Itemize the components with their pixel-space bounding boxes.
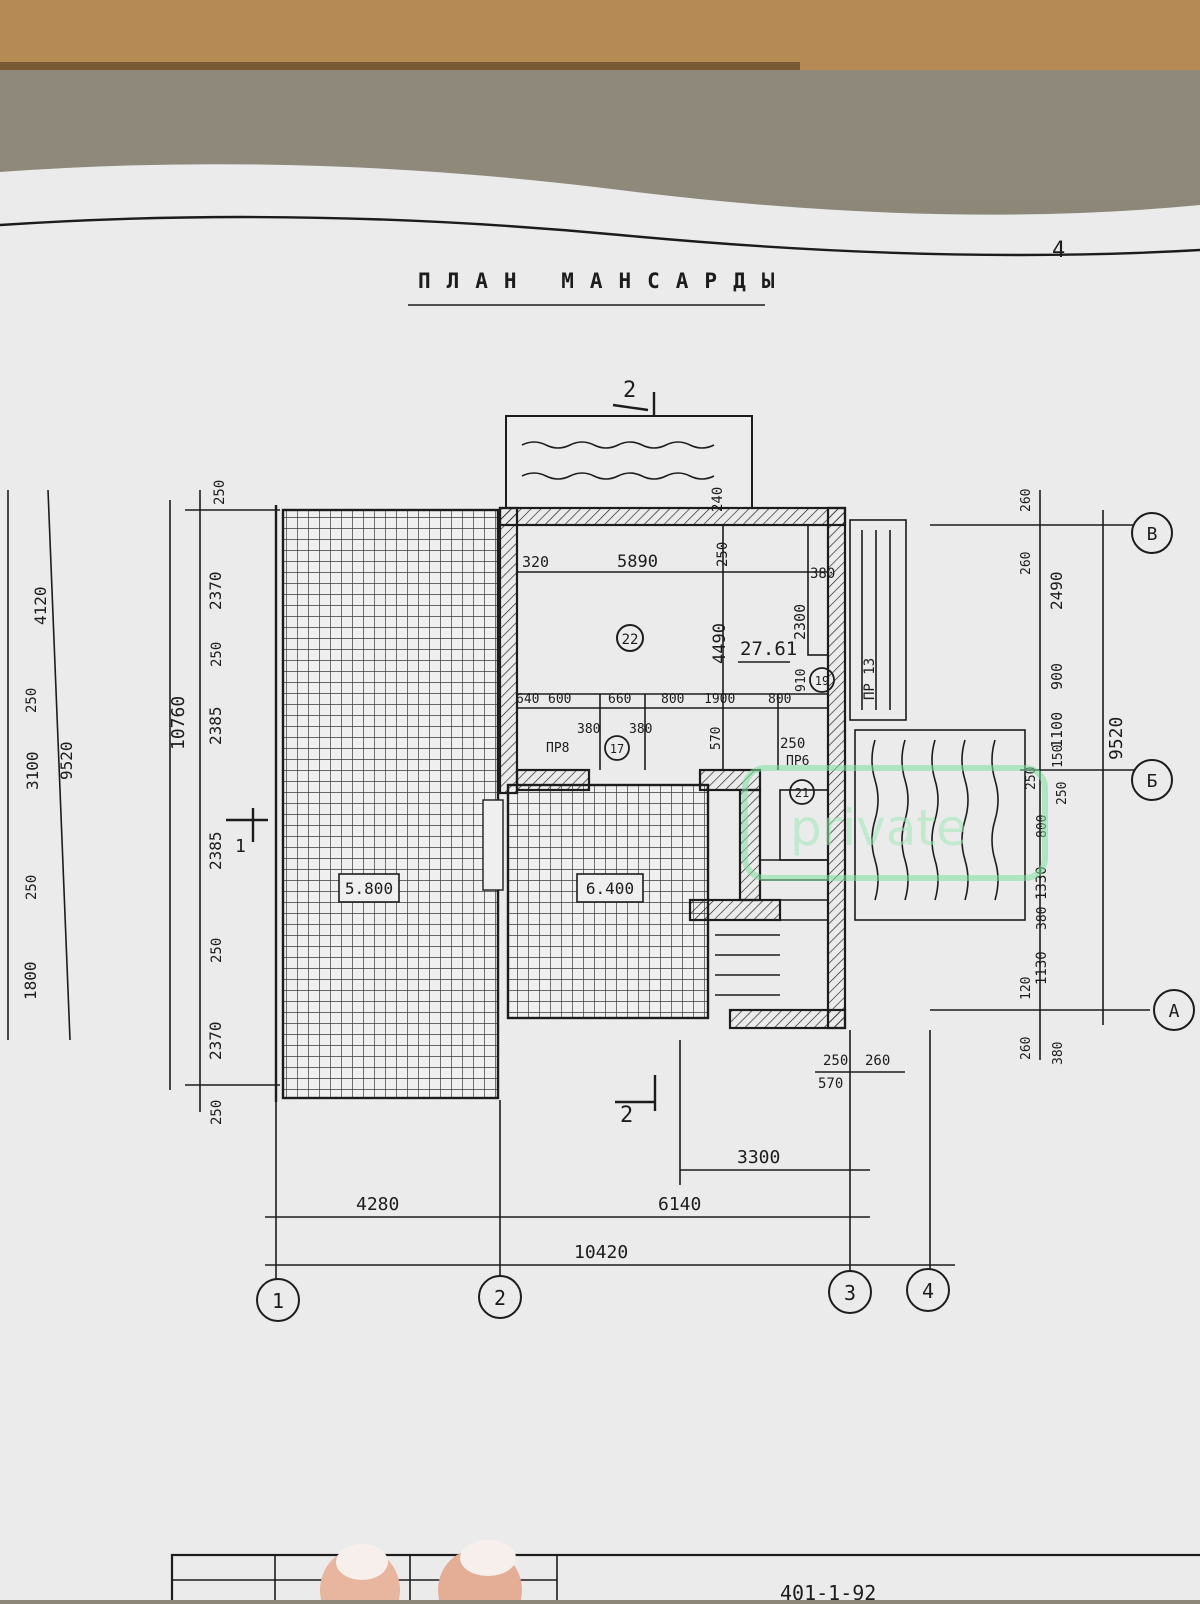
dim-10420: 10420 <box>574 1242 628 1263</box>
dim-right-1100: 1100 <box>1048 712 1066 748</box>
dim-part-800a: 800 <box>661 692 684 707</box>
plan-title: ПЛАН МАНСАРДЫ <box>418 269 790 293</box>
axis-bubble-1 <box>256 1278 300 1322</box>
dim-3300: 3300 <box>737 1147 780 1168</box>
axis-label-a: А <box>1169 1001 1180 1022</box>
dim-part-660: 660 <box>608 692 631 707</box>
axis-bubble-a <box>1153 989 1195 1031</box>
dim-room-2300: 2300 <box>791 604 809 640</box>
room-marker-17 <box>604 735 630 761</box>
dim-room-910: 910 <box>794 669 809 692</box>
dim-left-250c: 250 <box>209 938 225 963</box>
dim-far-1800: 1800 <box>21 961 40 1000</box>
dim-small-570: 570 <box>709 727 724 750</box>
dim-right-900: 900 <box>1048 663 1066 690</box>
dim-6140: 6140 <box>658 1194 701 1215</box>
dim-left-2385a: 2385 <box>206 706 225 745</box>
room-area-22: 27.61 <box>740 638 797 660</box>
axis-bubble-2 <box>478 1275 522 1319</box>
dim-right-380a: 380 <box>1035 907 1050 930</box>
dim-small-380a: 380 <box>577 722 600 737</box>
dim-room-4490: 4490 <box>710 623 730 664</box>
sheet-frame-top <box>0 215 1200 257</box>
dim-right-2490: 2490 <box>1047 571 1066 610</box>
roof-level-right: 6.400 <box>586 879 634 898</box>
axis-bubble-v <box>1131 512 1173 554</box>
axis-bubble-4 <box>906 1268 950 1312</box>
section-mark-bottom: 2 <box>620 1103 633 1128</box>
dim-right-150: 150 <box>1051 745 1066 768</box>
section-mark-top: 2 <box>623 378 636 403</box>
dim-top-380: 380 <box>810 566 835 582</box>
axis-label-3: 3 <box>844 1281 856 1305</box>
axis-label-2: 2 <box>494 1286 506 1310</box>
dim-bottom-250: 250 <box>823 1053 848 1069</box>
dim-top-250: 250 <box>715 542 731 567</box>
dim-small-250: 250 <box>780 736 805 752</box>
dim-small-380b: 380 <box>629 722 652 737</box>
dim-far-250b: 250 <box>24 875 40 900</box>
dim-part-640: 640 <box>516 692 539 707</box>
dim-left-250d: 250 <box>209 1100 225 1125</box>
dim-part-600: 600 <box>548 692 571 707</box>
dim-right-250b: 250 <box>1055 782 1070 805</box>
roof-slope-left <box>281 508 500 1100</box>
axis-label-v: В <box>1147 524 1158 545</box>
dim-top-320: 320 <box>522 553 549 571</box>
room-number-19: 19 <box>815 674 829 688</box>
roof-level-left: 5.800 <box>345 879 393 898</box>
room-marker-19 <box>809 667 835 693</box>
dim-bottom-260: 260 <box>865 1053 890 1069</box>
left-dimension-chain <box>169 490 280 1112</box>
axis-label-b: Б <box>1147 771 1158 792</box>
bottom-dimension-lines <box>265 1030 955 1300</box>
stamp-text: 401-1-92 <box>780 1581 876 1600</box>
axis-label-1: 1 <box>272 1289 284 1313</box>
room-number-21: 21 <box>795 786 809 800</box>
dim-right-1130: 1130 <box>1034 951 1050 985</box>
dim-right-260c: 260 <box>1019 1037 1034 1060</box>
dim-part-800b: 800 <box>768 692 791 707</box>
axis-bubble-b <box>1131 759 1173 801</box>
stair-outside <box>849 519 1026 921</box>
dim-far-3100: 3100 <box>23 751 42 790</box>
dim-far-4120: 4120 <box>31 586 50 625</box>
dim-4280: 4280 <box>356 1194 399 1215</box>
axis-label-4: 4 <box>922 1279 934 1303</box>
room-marker-22 <box>616 624 644 652</box>
dim-right-380b: 380 <box>1051 1042 1066 1065</box>
dim-bottom-570: 570 <box>818 1076 843 1092</box>
dim-left-2370a: 2370 <box>206 571 225 610</box>
dim-left-250a: 250 <box>212 480 228 505</box>
section-mark-left: 1 <box>235 836 246 857</box>
dim-part-1900: 1900 <box>704 692 735 707</box>
opening-pr8: ПР8 <box>546 741 569 756</box>
dim-top-5890: 5890 <box>617 552 658 572</box>
room-number-22: 22 <box>622 632 639 648</box>
dim-left-total: 10760 <box>168 696 189 750</box>
dim-far-9520: 9520 <box>57 741 76 780</box>
dim-top-240: 240 <box>710 487 726 512</box>
dim-left-250b: 250 <box>209 642 225 667</box>
dim-right-120: 120 <box>1019 977 1034 1000</box>
dim-far-250: 250 <box>24 688 40 713</box>
room-number-17: 17 <box>610 742 624 756</box>
watermark: private <box>742 765 1048 881</box>
axis-bubble-3 <box>828 1270 872 1314</box>
attic-walls <box>498 506 847 1030</box>
dim-left-2385b: 2385 <box>206 831 225 870</box>
watermark-text: private <box>790 799 967 857</box>
dim-right-total: 9520 <box>1106 717 1127 760</box>
balcony-top <box>505 415 753 509</box>
far-left-dimensions <box>7 489 71 1041</box>
dim-right-260b: 260 <box>1019 552 1034 575</box>
opening-pr13: ПР 13 <box>862 658 878 700</box>
dim-right-260a: 260 <box>1019 489 1034 512</box>
wooden-shelf <box>0 0 1200 70</box>
sheet-number: 4 <box>1052 238 1065 263</box>
dim-left-2370b: 2370 <box>206 1021 225 1060</box>
room-marker-21 <box>789 779 815 805</box>
